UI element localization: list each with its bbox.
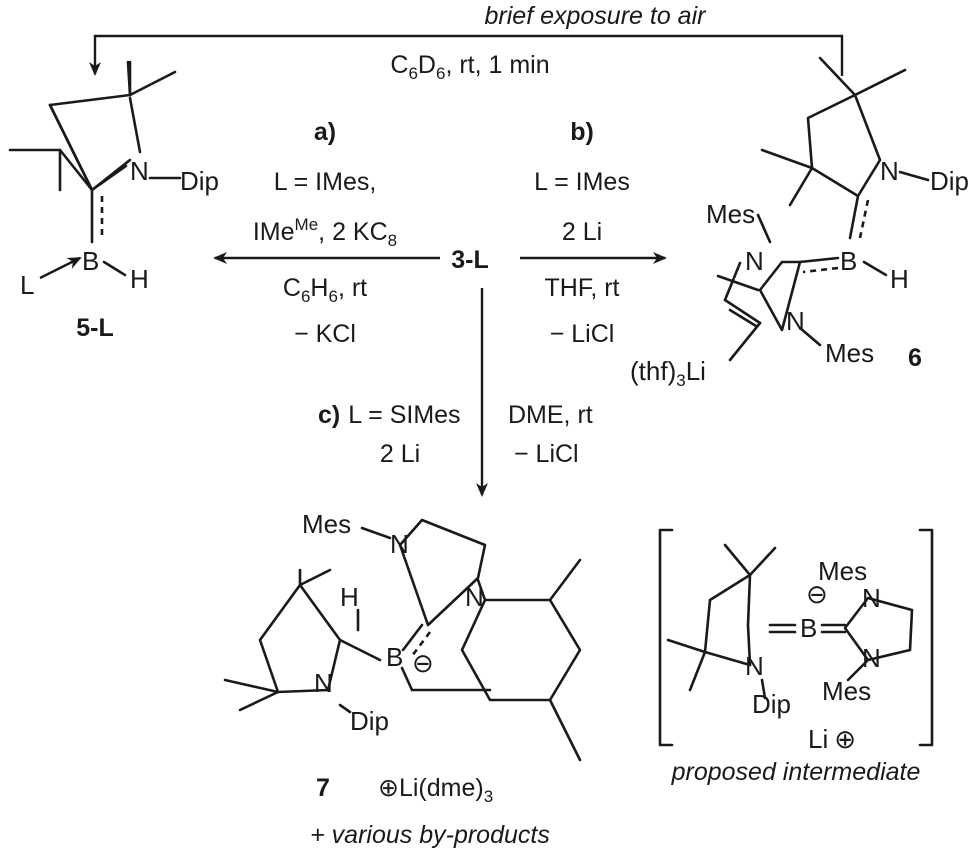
intermediate-Li: Li⊕ bbox=[808, 724, 856, 754]
intermediate-Mes-upper: Mes bbox=[818, 556, 867, 586]
compound-6-N-ring: N bbox=[880, 156, 899, 186]
compound-7-structure bbox=[223, 518, 582, 762]
compound-6-N-upper: N bbox=[745, 246, 764, 276]
compound-6-N-lower: N bbox=[786, 306, 805, 336]
intermediate-B: B bbox=[800, 613, 817, 643]
compound-7-minus: ⊖ bbox=[412, 648, 434, 678]
compound-7-Mes: Mes bbox=[302, 509, 351, 539]
intermediate-N-pyrrolidine: N bbox=[745, 651, 764, 681]
compound-7-N-pyrrolidine: N bbox=[314, 668, 333, 698]
path-c-byproduct: − LiCl bbox=[514, 440, 579, 468]
compound-5L-N: N bbox=[130, 156, 149, 186]
air-exposure-label: brief exposure to air bbox=[485, 2, 708, 30]
path-b-reagent-1: L = IMes bbox=[534, 168, 630, 196]
air-exposure-arrow bbox=[89, 34, 844, 76]
path-b-solvent: THF, rt bbox=[545, 274, 620, 302]
compound-7-B: B bbox=[386, 642, 403, 672]
compound-5L-structure bbox=[8, 60, 182, 280]
intermediate-caption: proposed intermediate bbox=[671, 758, 921, 786]
path-c-solvent: DME, rt bbox=[508, 401, 593, 429]
intermediate-Dip: Dip bbox=[752, 689, 791, 719]
intermediate-Mes-lower: Mes bbox=[822, 676, 871, 706]
path-a-reagent-2: IMeMe, 2 KC8 bbox=[253, 215, 397, 250]
compound-5L-H: H bbox=[130, 264, 149, 294]
compound-7-Dip: Dip bbox=[350, 706, 389, 736]
path-b-tag: b) bbox=[570, 118, 594, 146]
compound-6-structure bbox=[716, 56, 930, 362]
compound-6-Mes-upper: Mes bbox=[706, 199, 755, 229]
path-b-byproduct: − LiCl bbox=[550, 320, 615, 348]
path-c-reagent-2: 2 Li bbox=[380, 440, 420, 468]
byproducts-note: + various by-products bbox=[310, 821, 550, 849]
compound-5L-L: L bbox=[20, 270, 34, 300]
compound-7-label: 7 bbox=[316, 774, 330, 802]
compound-6-Mes-lower: Mes bbox=[825, 338, 874, 368]
compound-7-H: H bbox=[340, 582, 359, 612]
intermediate-structure bbox=[666, 543, 914, 700]
compound-6-Li: (thf)3Li bbox=[630, 356, 706, 390]
path-a-reagent-1: L = IMes, bbox=[274, 168, 377, 196]
compound-6-Dip: Dip bbox=[930, 166, 969, 196]
compound-3L-label: 3-L bbox=[451, 246, 489, 274]
intermediate-minus: ⊖ bbox=[806, 579, 828, 609]
compound-5L-B: B bbox=[82, 246, 99, 276]
air-exposure-conditions: C6D6, rt, 1 min bbox=[390, 51, 549, 83]
compound-7-N-lower: N bbox=[465, 582, 484, 612]
compound-6-B: B bbox=[840, 246, 857, 276]
intermediate-N-upper: N bbox=[862, 583, 881, 613]
path-a-solvent: C6H6, rt bbox=[283, 274, 367, 306]
compound-7-N-upper: N bbox=[390, 529, 409, 559]
compound-6-label: 6 bbox=[908, 344, 922, 372]
path-a-byproduct: − KCl bbox=[294, 320, 356, 348]
compound-6-H: H bbox=[890, 264, 909, 294]
intermediate-brackets bbox=[658, 528, 934, 747]
intermediate-N-lower: N bbox=[862, 643, 881, 673]
compound-5L-Dip: Dip bbox=[180, 166, 219, 196]
compound-7-counterion: ⊕Li(dme)3 bbox=[378, 774, 493, 806]
path-b-reagent-2: 2 Li bbox=[562, 218, 602, 246]
path-c-reagent-1: c)L = SIMes bbox=[318, 401, 461, 429]
path-a-tag: a) bbox=[314, 118, 336, 146]
compound-5L-label: 5-L bbox=[76, 314, 114, 342]
